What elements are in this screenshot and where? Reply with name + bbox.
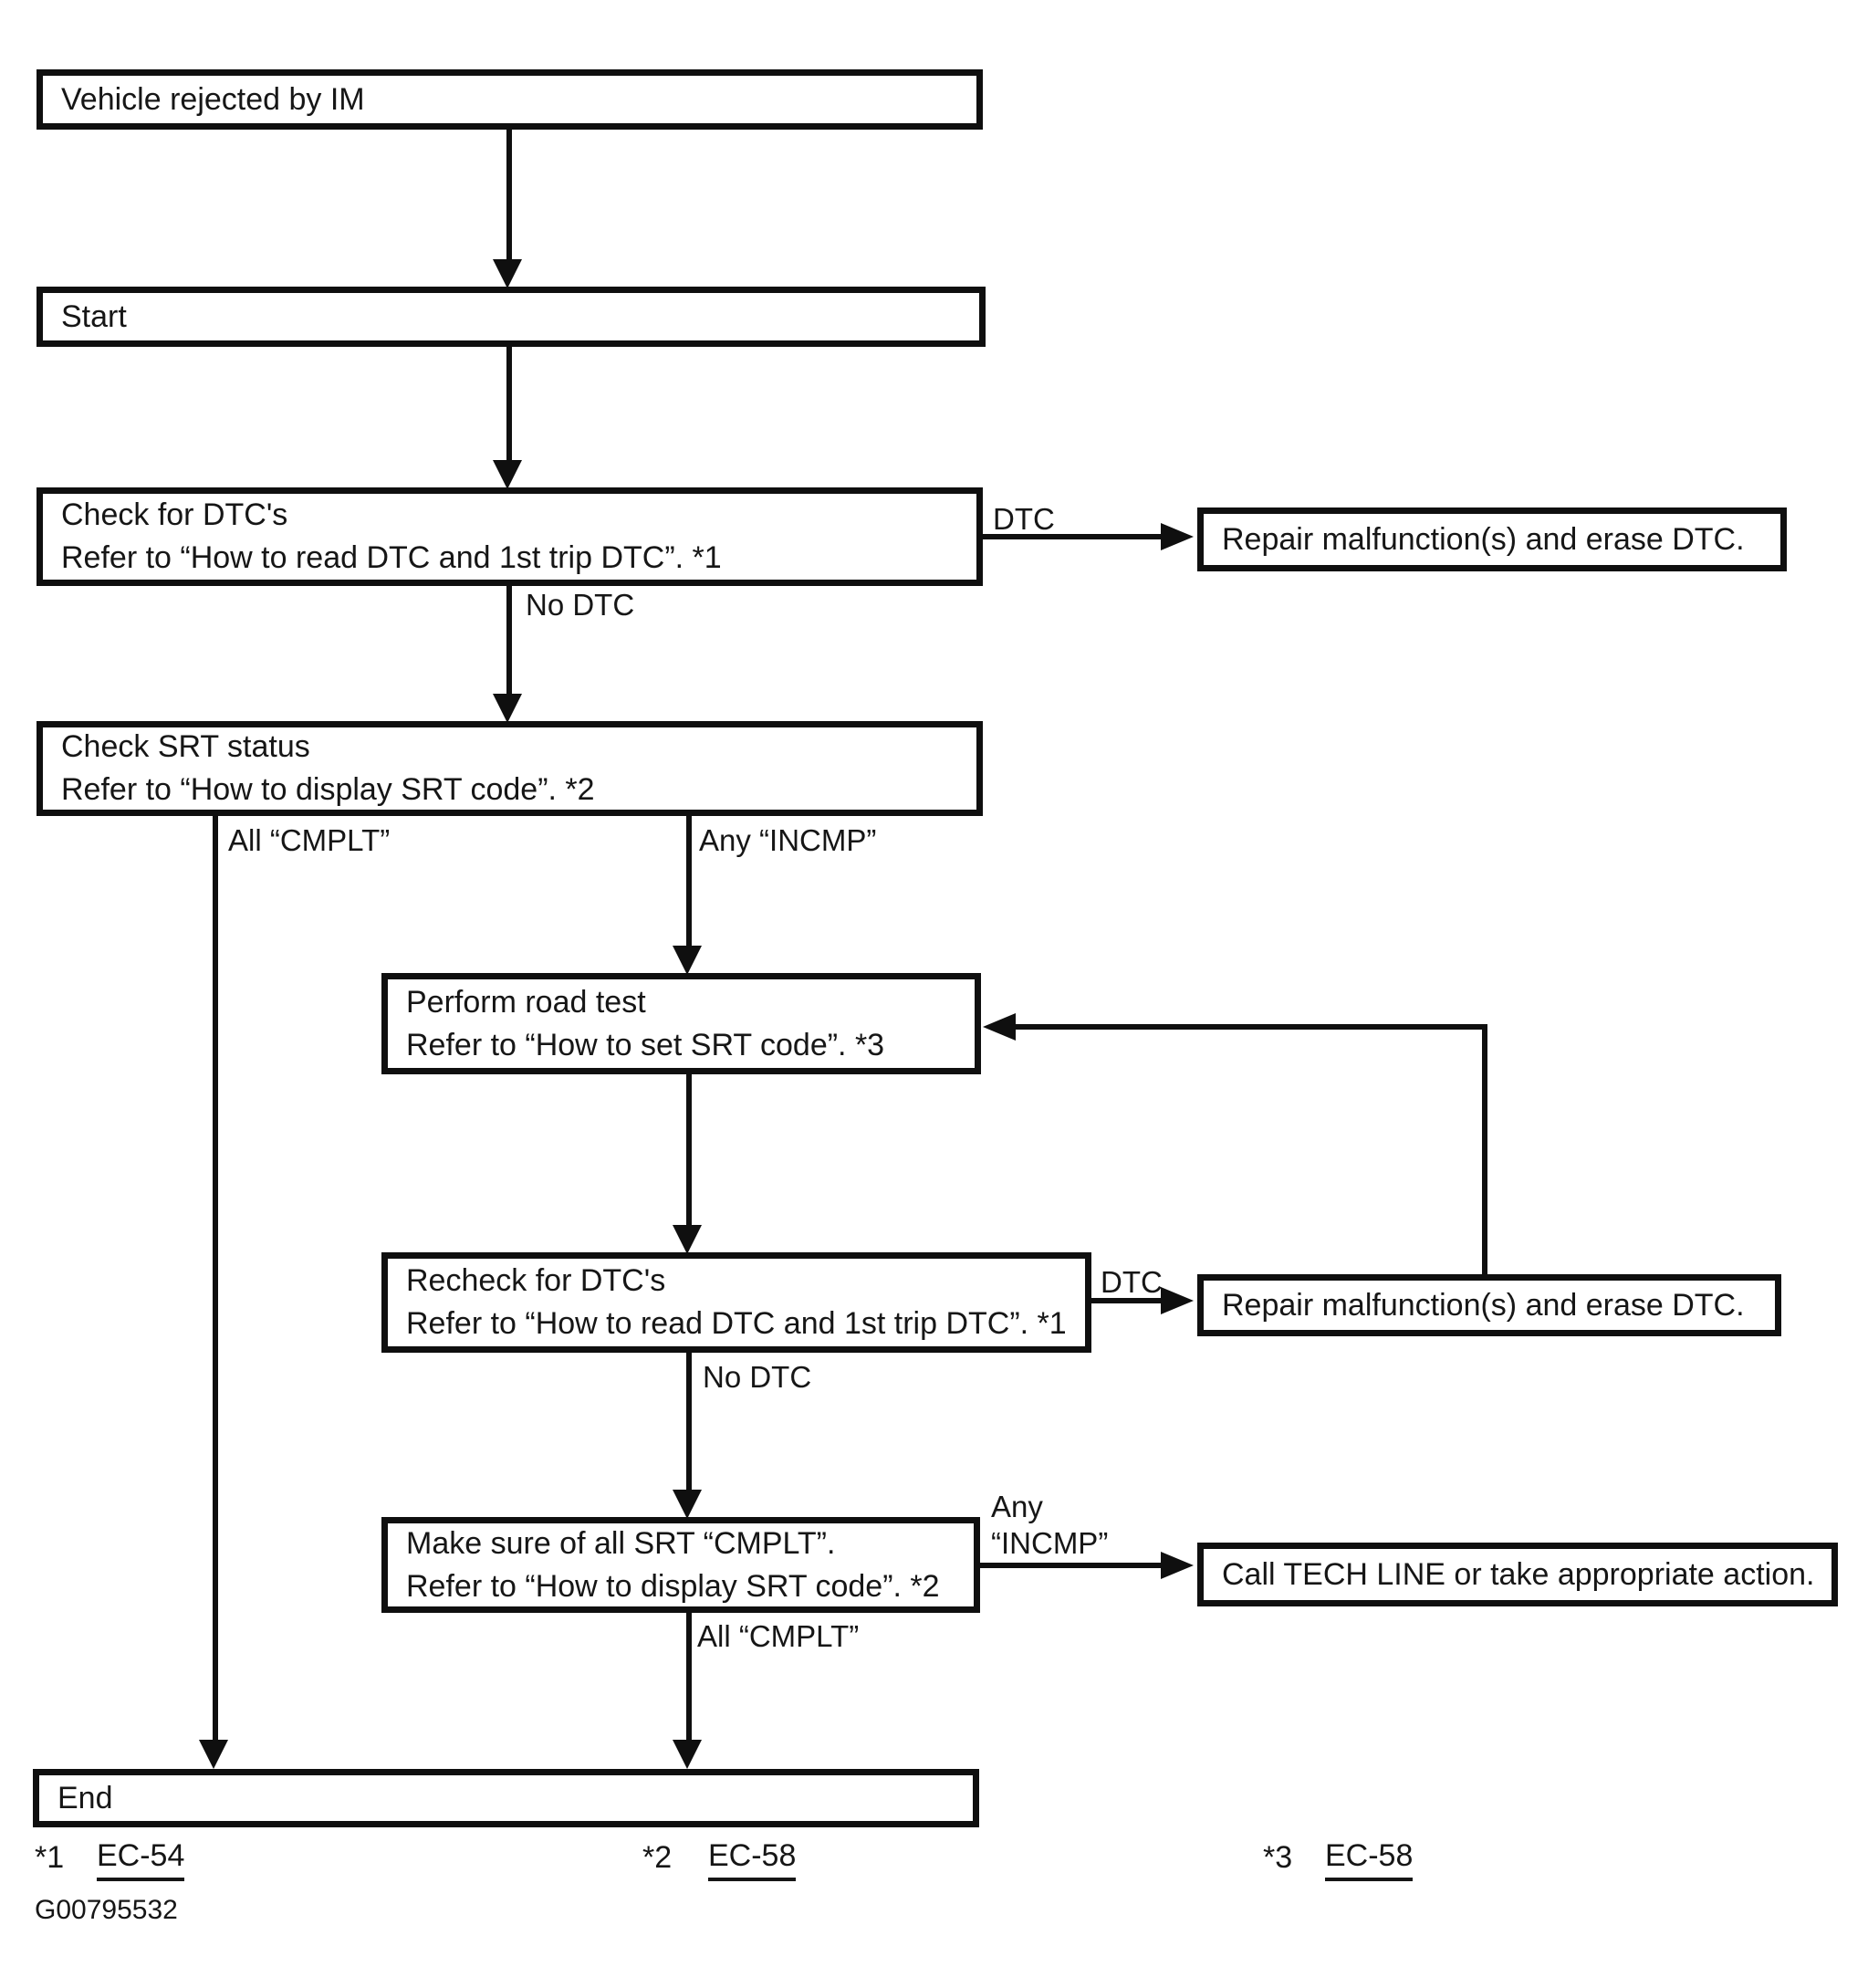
- flow-box-road-test-line1: Perform road test: [406, 984, 646, 1020]
- arrowhead-checkdtc-to-repair1: [1161, 523, 1194, 550]
- flow-box-make-sure-srt-line1: Make sure of all SRT “CMPLT”.: [406, 1525, 836, 1561]
- flow-box-check-srt: Check SRT status Refer to “How to displa…: [37, 721, 983, 816]
- flow-box-make-sure-srt-line2: Refer to “How to display SRT code”. *2: [406, 1568, 940, 1604]
- connector-roadtest-to-recheck: [686, 1074, 692, 1225]
- connector-loop-vertical: [1482, 1024, 1487, 1274]
- flow-box-road-test: Perform road test Refer to “How to set S…: [381, 973, 981, 1074]
- arrowhead-recheck-to-makesure: [673, 1490, 702, 1519]
- flow-box-check-srt-line2: Refer to “How to display SRT code”. *2: [61, 772, 595, 807]
- flow-box-repair-erase-2: Repair malfunction(s) and erase DTC.: [1197, 1274, 1781, 1336]
- connector-checksrt-to-end: [213, 816, 218, 1742]
- edge-label-dtc-1: DTC: [993, 502, 1055, 536]
- edge-label-all-cmplt-1: All “CMPLT”: [228, 823, 391, 857]
- edge-label-no-dtc-2: No DTC: [703, 1360, 812, 1394]
- arrowhead-makesure-to-techline: [1161, 1552, 1194, 1579]
- connector-recheck-to-repair2: [1091, 1298, 1164, 1303]
- edge-label-dtc-2: DTC: [1101, 1265, 1163, 1299]
- flow-box-recheck-dtc: Recheck for DTC's Refer to “How to read …: [381, 1252, 1091, 1353]
- flow-box-check-dtc-line2: Refer to “How to read DTC and 1st trip D…: [61, 540, 722, 575]
- footnote-2-marker: *2: [642, 1840, 673, 1875]
- flow-box-check-dtc-line1: Check for DTC's: [61, 497, 288, 533]
- footnote-1-page-link[interactable]: EC-54: [97, 1838, 185, 1881]
- flow-box-make-sure-srt: Make sure of all SRT “CMPLT”. Refer to “…: [381, 1517, 980, 1613]
- connector-makesure-to-end: [686, 1613, 692, 1742]
- footnote-3-marker: *3: [1263, 1840, 1293, 1875]
- flow-box-end: End: [33, 1769, 979, 1827]
- flow-box-repair-erase-1: Repair malfunction(s) and erase DTC.: [1197, 507, 1787, 571]
- arrowhead-roadtest-to-recheck: [673, 1225, 702, 1254]
- arrowhead-makesure-to-end: [673, 1740, 702, 1769]
- connector-recheck-to-makesure: [686, 1353, 692, 1490]
- connector-vehicle-to-start: [506, 130, 512, 261]
- arrowhead-loop-to-roadtest: [983, 1013, 1016, 1041]
- edge-label-incmp-2: “INCMP”: [991, 1526, 1109, 1560]
- footnote-2-page-link[interactable]: EC-58: [708, 1838, 797, 1881]
- flow-box-call-tech-line-text: Call TECH LINE or take appropriate actio…: [1222, 1556, 1815, 1592]
- connector-checkdtc-to-checksrt: [506, 586, 512, 694]
- flow-box-end-text: End: [57, 1780, 113, 1815]
- edge-label-any-2: Any: [991, 1490, 1043, 1523]
- flow-box-check-dtc: Check for DTC's Refer to “How to read DT…: [37, 487, 983, 586]
- edge-label-any-incmp-1: Any “INCMP”: [699, 823, 877, 857]
- footnote-1-marker: *1: [35, 1840, 65, 1875]
- arrowhead-vehicle-to-start: [493, 259, 522, 288]
- connector-start-to-checkdtc: [506, 347, 512, 460]
- arrowhead-checksrt-to-end: [199, 1740, 228, 1769]
- figure-id: G00795532: [35, 1895, 178, 1925]
- flow-box-vehicle-rejected-text: Vehicle rejected by IM: [61, 81, 365, 117]
- connector-loop-horizontal: [1012, 1024, 1487, 1030]
- flow-box-repair-erase-1-text: Repair malfunction(s) and erase DTC.: [1222, 521, 1745, 557]
- flow-box-start-text: Start: [61, 298, 127, 334]
- connector-checkdtc-to-repair1: [983, 534, 1165, 539]
- arrowhead-recheck-to-repair2: [1161, 1287, 1194, 1314]
- flow-box-repair-erase-2-text: Repair malfunction(s) and erase DTC.: [1222, 1287, 1745, 1323]
- flow-box-recheck-dtc-line2: Refer to “How to read DTC and 1st trip D…: [406, 1306, 1067, 1341]
- edge-label-no-dtc-1: No DTC: [526, 588, 635, 622]
- flow-box-start: Start: [37, 287, 986, 347]
- flow-box-vehicle-rejected: Vehicle rejected by IM: [37, 69, 983, 130]
- flow-box-check-srt-line1: Check SRT status: [61, 729, 310, 765]
- flow-box-recheck-dtc-line1: Recheck for DTC's: [406, 1263, 666, 1299]
- arrowhead-checksrt-to-roadtest: [673, 946, 702, 975]
- flow-box-road-test-line2: Refer to “How to set SRT code”. *3: [406, 1027, 885, 1062]
- footnote-3-page-link[interactable]: EC-58: [1325, 1838, 1414, 1881]
- connector-makesure-to-techline: [980, 1563, 1164, 1568]
- arrowhead-start-to-checkdtc: [493, 460, 522, 489]
- arrowhead-checkdtc-to-checksrt: [493, 694, 522, 723]
- connector-checksrt-to-roadtest: [686, 816, 692, 946]
- flow-box-call-tech-line: Call TECH LINE or take appropriate actio…: [1197, 1543, 1838, 1606]
- edge-label-all-cmplt-2: All “CMPLT”: [697, 1619, 860, 1653]
